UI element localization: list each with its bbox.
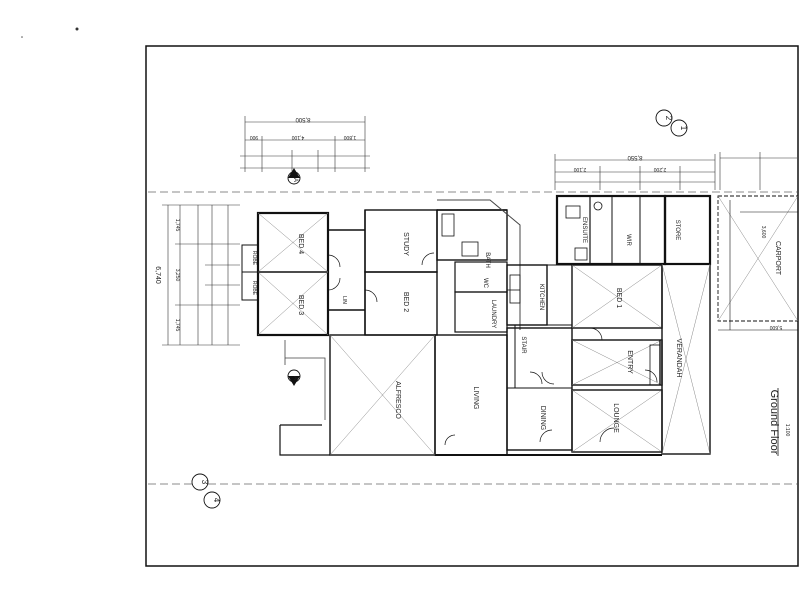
marker-a-bottom-label: A [292, 376, 298, 380]
bedroom-wing [241, 210, 366, 337]
marker-a-top-label: A [292, 178, 298, 182]
label-store: STORE [674, 220, 680, 241]
dim-carport-a: 3,600 [760, 226, 766, 239]
plan-title: Ground Floor [768, 390, 780, 455]
master-block [555, 194, 712, 455]
label-living: LIVING [472, 387, 479, 410]
scan-mark [21, 36, 23, 38]
label-wir: WIR [625, 234, 631, 246]
label-robe-2: ROBE [251, 281, 257, 296]
label-linen: LIN [341, 296, 347, 304]
label-robe-1: ROBE [251, 251, 257, 266]
label-ensuite: ENSUITE [581, 217, 587, 243]
dim-right-a: 2,100 [574, 166, 587, 172]
label-kitchen: KITCHEN [538, 284, 544, 310]
left-dimensions [162, 204, 240, 346]
label-bed4: BED 4 [297, 234, 304, 254]
dim-top-b: 1,800 [344, 134, 357, 140]
label-carport: CARPORT [774, 241, 781, 276]
dim-carport-b: 5,600 [770, 324, 783, 330]
label-alfresco: ALFRESCO [394, 381, 401, 419]
label-bath: BATH [484, 252, 490, 268]
top-dimensions-right [554, 152, 797, 190]
label-wc: WC [482, 278, 488, 289]
label-bed2: BED 2 [402, 292, 409, 312]
dim-top-a: 4,100 [292, 134, 305, 140]
kitchen-block [506, 264, 573, 389]
dim-left-b: 1,745 [174, 219, 180, 232]
label-bed1: BED 1 [615, 288, 622, 308]
label-study: STUDY [402, 232, 409, 256]
marker-1-label: 1 [679, 126, 688, 131]
elevation-marker-bottom: 3 4 [191, 473, 221, 509]
marker-4-label: 4 [212, 498, 221, 503]
label-lounge: LOUNGE [612, 403, 619, 433]
carport [717, 195, 799, 331]
label-entry: ENTRY [626, 350, 633, 374]
top-dimensions [240, 116, 370, 172]
marker-3-label: 3 [200, 480, 209, 485]
dimension-labels: 8,500 4,100 1,800 900 6,740 3,250 1,745 … [154, 116, 782, 331]
plan-scale: 1:100 [784, 424, 790, 437]
label-verandah: VERANDAH [675, 339, 682, 378]
marker-2-label: 2 [664, 116, 673, 121]
title-block: Ground Floor 1:100 [768, 388, 790, 456]
scan-mark [75, 27, 79, 31]
sheet-border [145, 45, 799, 567]
dim-left-a: 3,250 [174, 269, 180, 282]
living-block [279, 327, 663, 456]
dim-right-overall: 8,550 [627, 154, 643, 160]
dim-left-overall: 6,740 [154, 266, 161, 284]
dim-left-c: 1,745 [174, 319, 180, 332]
elevation-marker-top: 2 1 [655, 109, 688, 137]
section-marker-a-bottom: A [287, 369, 301, 386]
dim-right-b: 2,200 [654, 166, 667, 172]
label-stair: STAIR [520, 336, 526, 354]
label-laundry: LAUNDRY [490, 300, 496, 329]
room-labels: BED 4 BED 3 STUDY BED 2 BATH WC LAUNDRY … [251, 217, 781, 433]
dim-top-overall: 8,500 [295, 116, 311, 122]
label-dining: DINING [539, 406, 546, 431]
dim-top-c: 900 [250, 134, 259, 140]
label-bed3: BED 3 [297, 295, 304, 315]
section-marker-a-top: A [287, 168, 301, 185]
